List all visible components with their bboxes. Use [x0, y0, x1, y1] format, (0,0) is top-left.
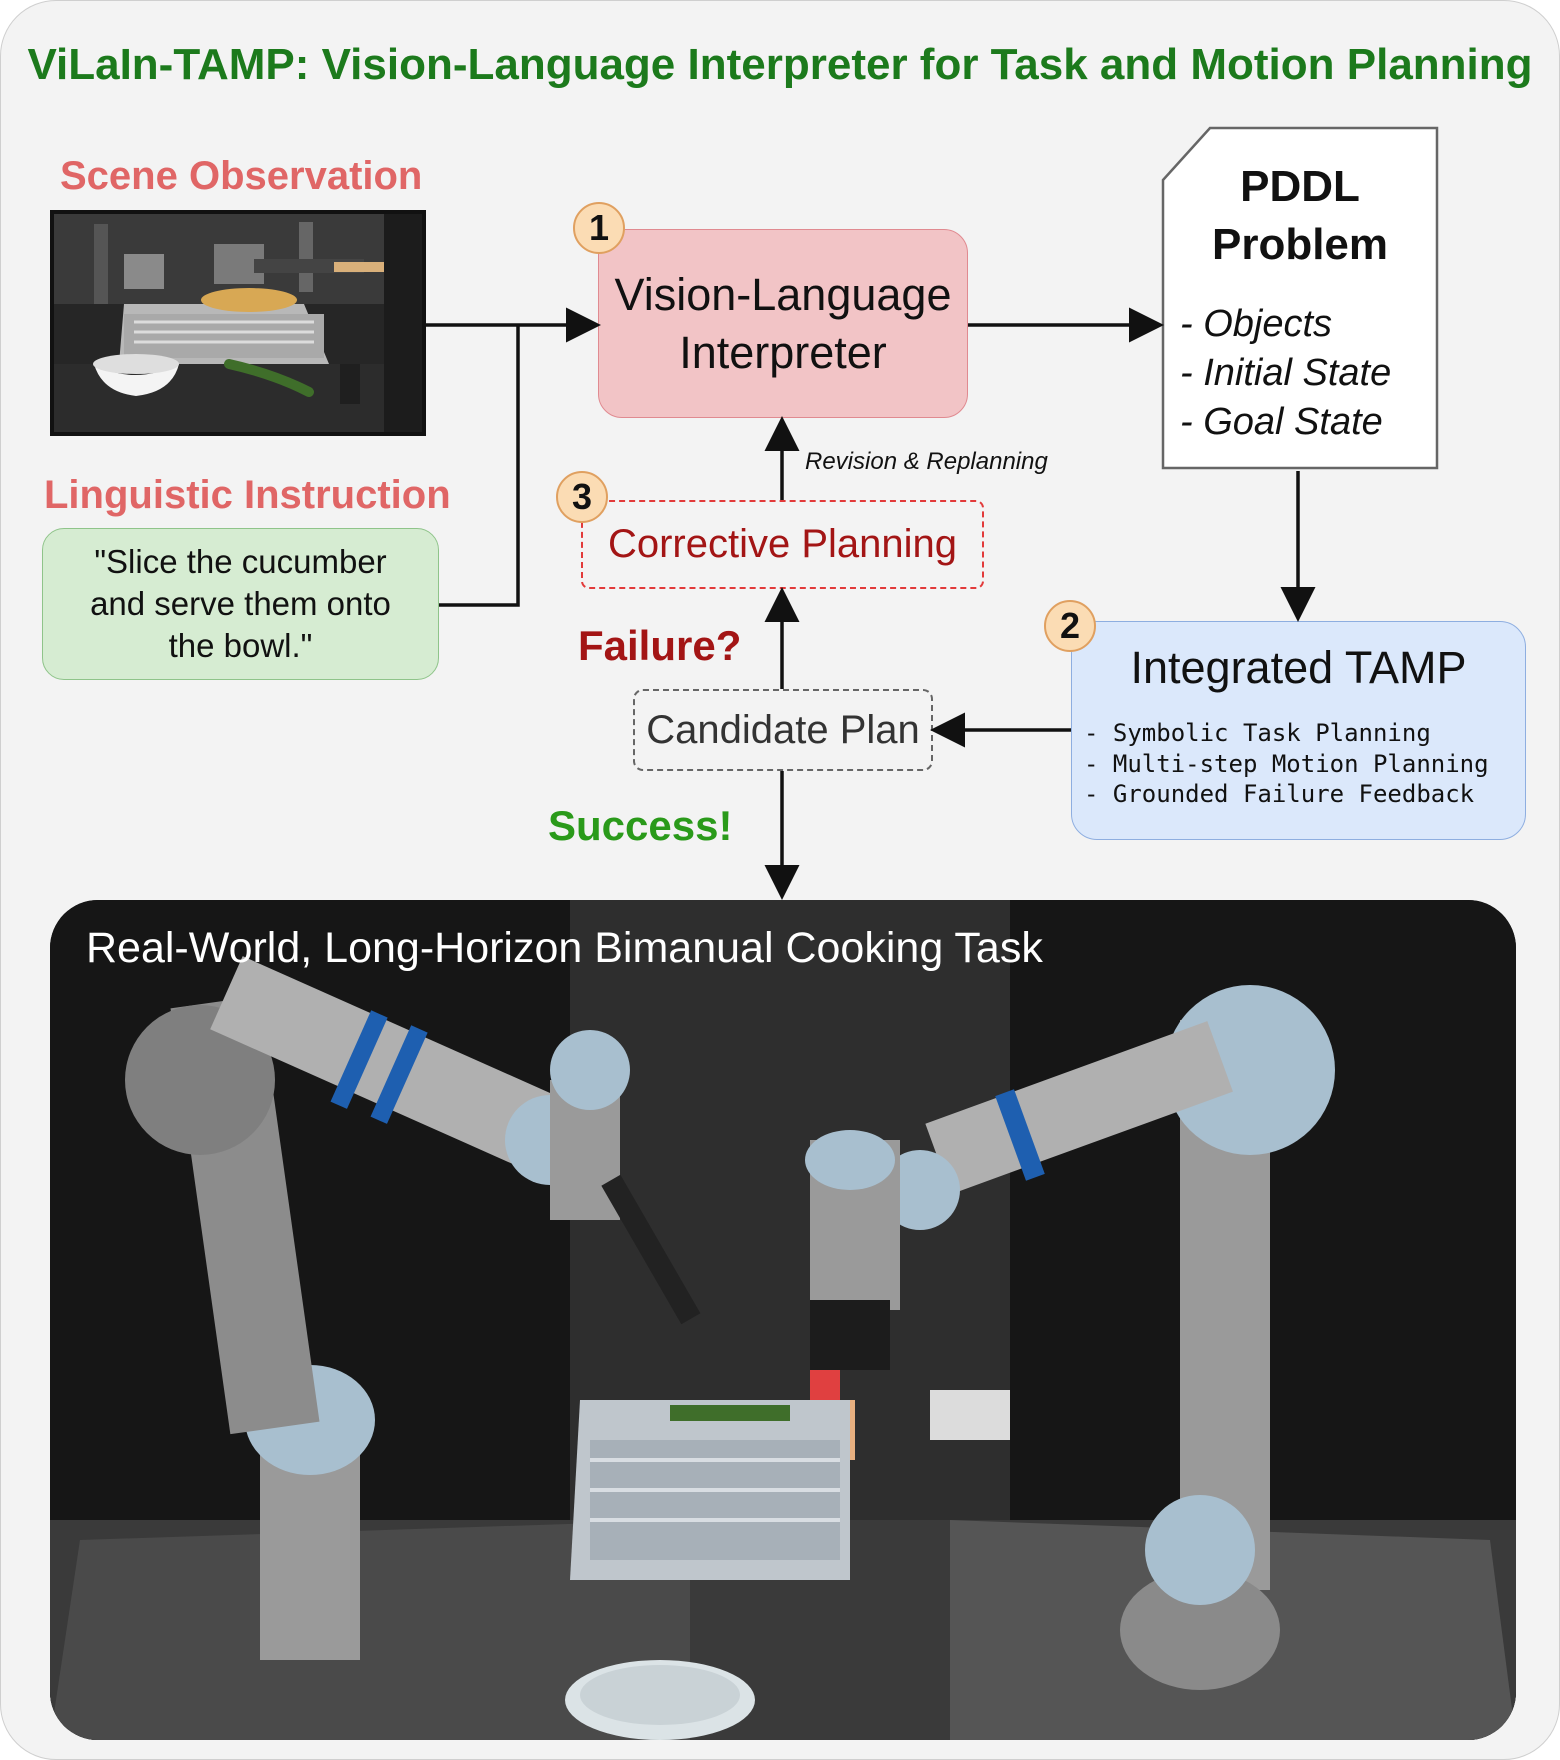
instruction-text: "Slice the cucumber and serve them onto … — [90, 543, 391, 664]
pddl-document-shape — [1161, 126, 1439, 470]
interpreter-label: Vision-Language Interpreter — [614, 268, 952, 378]
corrective-planning-box: Corrective Planning — [581, 500, 984, 589]
pddl-item-initial-state: - Initial State — [1180, 352, 1392, 394]
revision-replanning-label: Revision & Replanning — [805, 448, 1048, 475]
tamp-item-motion: - Multi-step Motion Planning — [1084, 749, 1489, 778]
step-badge-1: 1 — [573, 202, 625, 254]
arrow-instruction-to-interpreter — [439, 325, 520, 607]
pddl-title: PDDL Problem — [1211, 162, 1389, 269]
tamp-item-feedback: - Grounded Failure Feedback — [1084, 780, 1475, 808]
bimanual-robot-illustration — [50, 900, 1516, 1740]
scene-observation-image — [50, 210, 426, 436]
corrective-planning-label: Corrective Planning — [607, 522, 958, 566]
integrated-tamp-box: Integrated TAMP - Symbolic Task Planning… — [1071, 621, 1526, 840]
failure-label: Failure? — [578, 622, 742, 669]
pddl-item-objects: - Objects — [1180, 303, 1333, 345]
vision-language-interpreter-box: Vision-Language Interpreter — [598, 229, 968, 418]
tamp-title: Integrated TAMP — [1130, 642, 1467, 693]
scene-observation-label: Scene Observation — [60, 154, 423, 198]
step-badge-2: 2 — [1044, 600, 1096, 652]
lab-scene-illustration — [54, 214, 422, 432]
success-label: Success! — [548, 802, 733, 849]
photo-caption: Real-World, Long-Horizon Bimanual Cookin… — [86, 924, 1043, 972]
candidate-plan-label: Candidate Plan — [646, 707, 920, 752]
instruction-box: "Slice the cucumber and serve them onto … — [42, 528, 439, 680]
tamp-item-symbolic: - Symbolic Task Planning — [1084, 719, 1431, 747]
pddl-items: - Objects - Initial State - Goal State — [1180, 300, 1391, 447]
figure-title: ViLaIn-TAMP: Vision-Language Interpreter… — [27, 40, 1533, 89]
pddl-item-goal-state: - Goal State — [1180, 401, 1383, 443]
tamp-items: - Symbolic Task Planning- Multi-step Mot… — [1084, 718, 1489, 810]
real-world-photo: Real-World, Long-Horizon Bimanual Cookin… — [50, 900, 1516, 1740]
linguistic-instruction-label: Linguistic Instruction — [44, 473, 451, 517]
step-badge-3: 3 — [556, 471, 608, 523]
